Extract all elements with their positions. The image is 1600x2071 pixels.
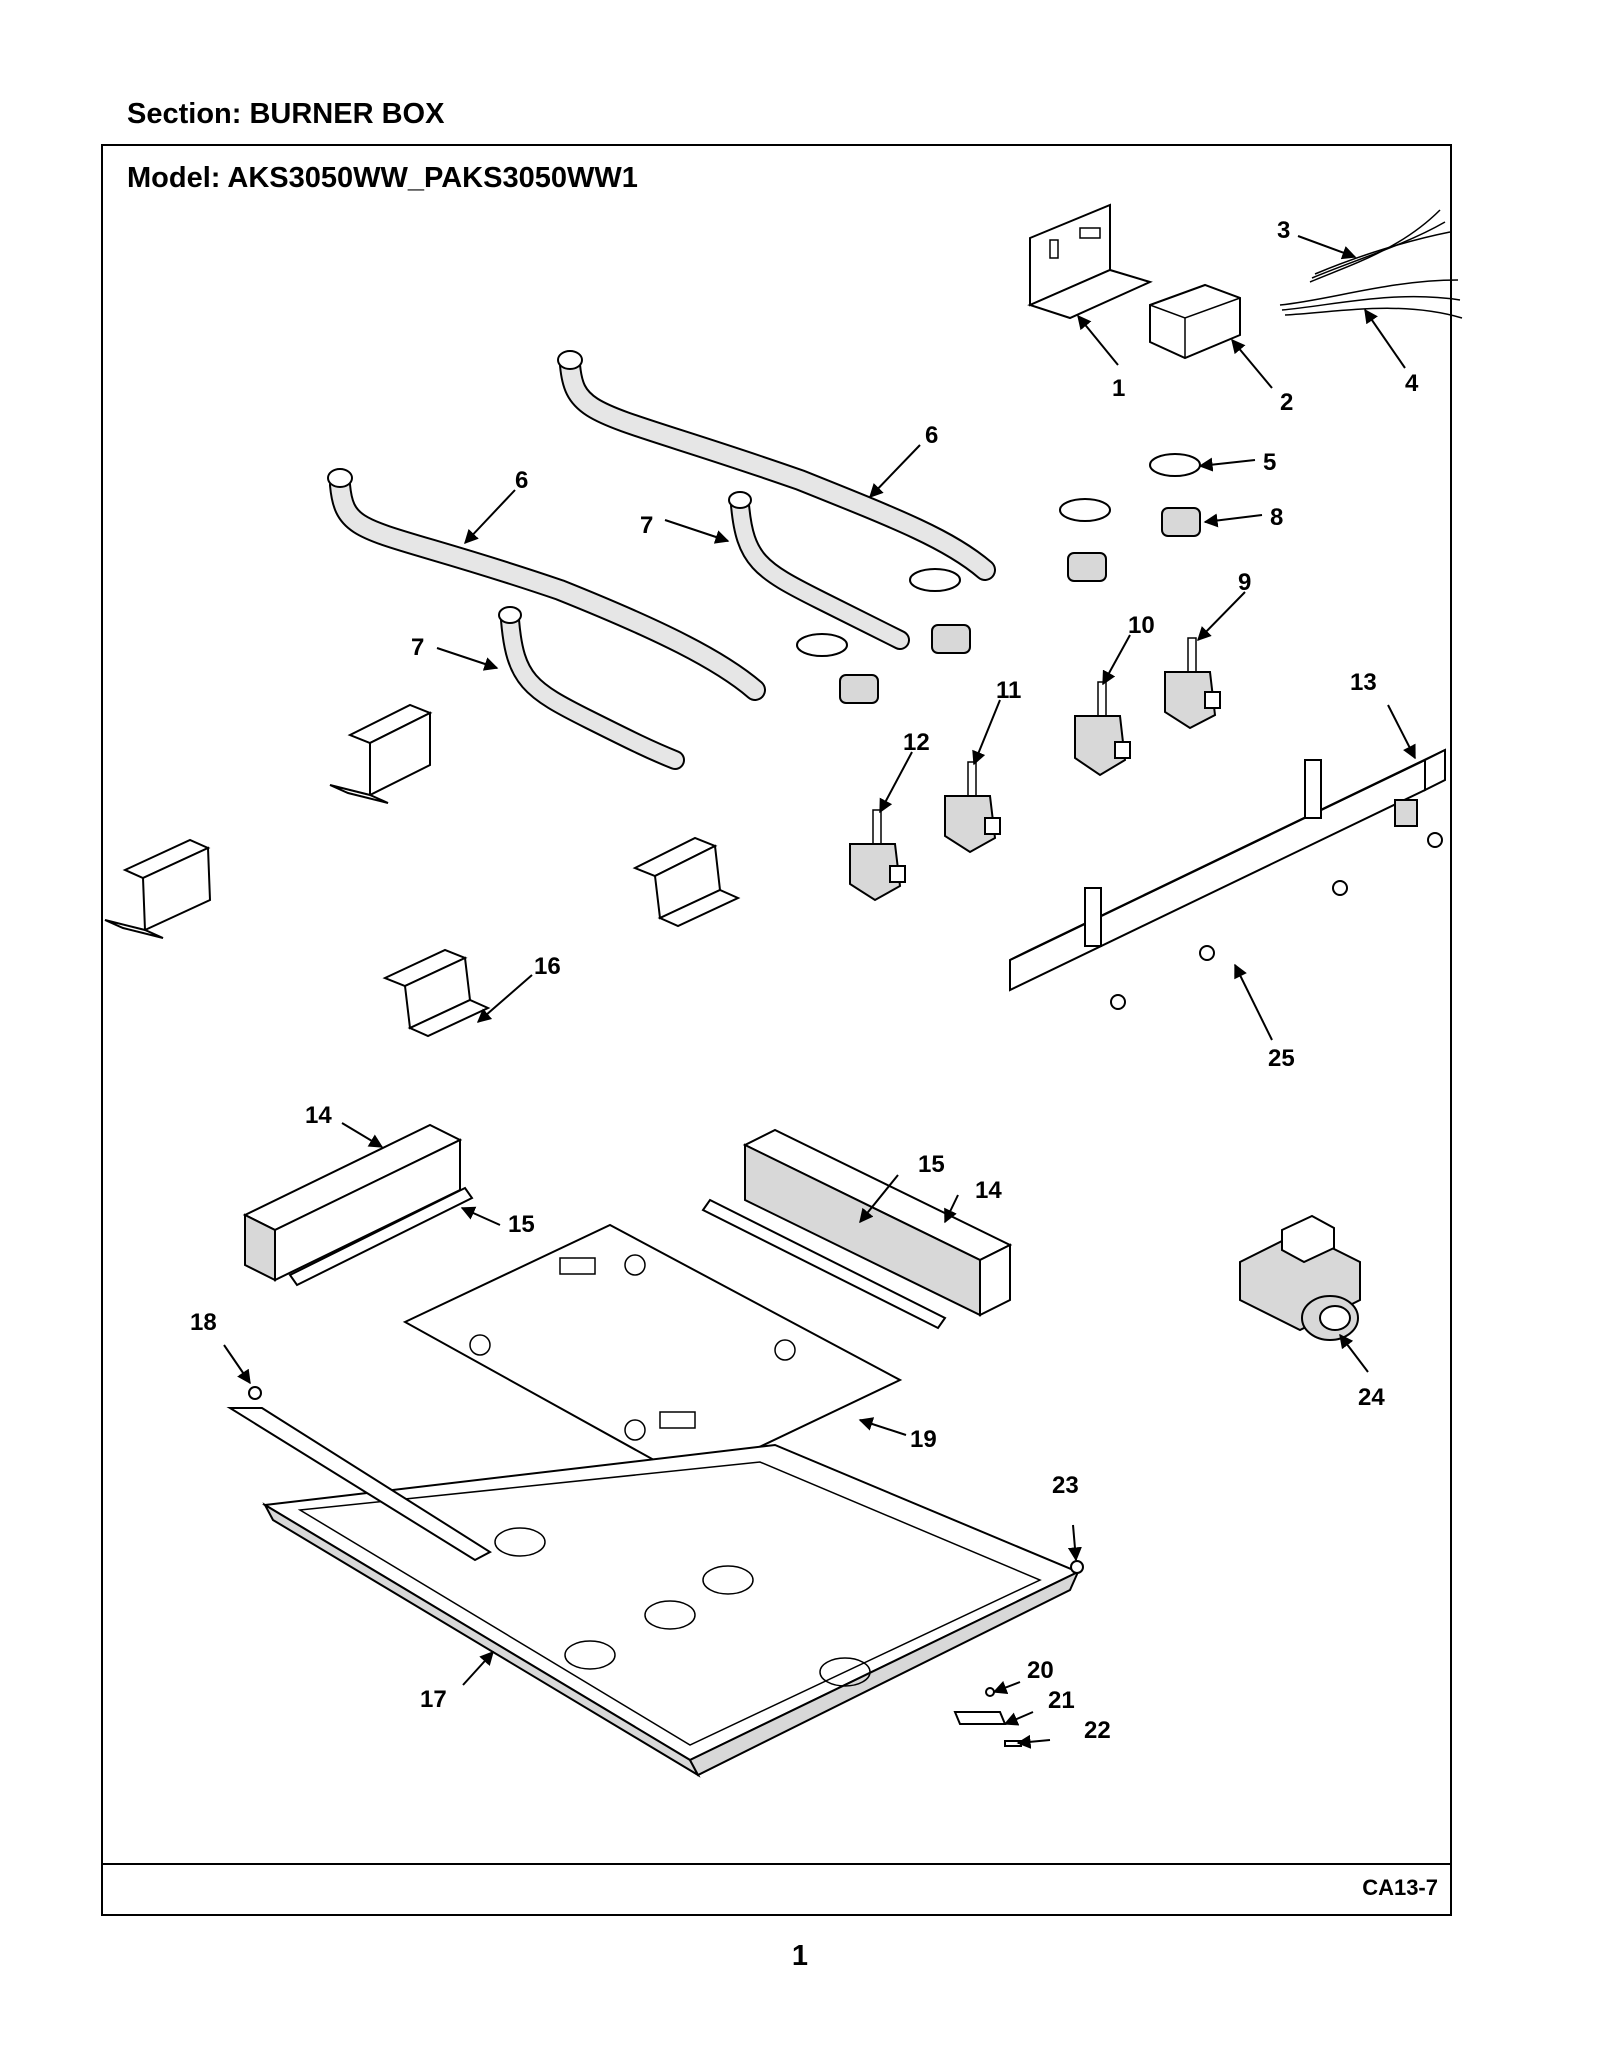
callout-25: 25 [1268,1045,1295,1072]
callout-15-left: 15 [508,1211,535,1238]
part-11-gas-valve [944,761,1001,854]
part-9-gas-valve [1164,637,1221,730]
diagram-frame [101,144,1452,1916]
callout-17: 17 [420,1686,447,1713]
callout-6-front: 6 [515,467,528,494]
part-16-burner-bracket [382,948,491,1038]
burner-bracket [329,703,433,804]
part-18-deflector [226,1407,492,1562]
part-2-spark-module [1149,283,1241,360]
part-19-heat-shield [402,1223,903,1482]
part-25-screws [1110,832,1443,1010]
part-10-gas-valve [1074,681,1131,777]
part-15-retainer-left [288,1186,474,1287]
callout-5: 5 [1263,449,1276,476]
callout-7-rear: 7 [640,512,653,539]
callout-22: 22 [1084,1717,1111,1744]
callout-4: 4 [1405,370,1419,397]
part-8-valve-spacers [839,507,1201,704]
part-7-burner-tube-rear [728,491,910,650]
callout-14-right: 14 [975,1177,1002,1204]
callout-13: 13 [1350,669,1377,696]
section-title: Section: BURNER BOX [127,98,445,130]
footer-divider [101,1863,1452,1865]
callout-19: 19 [910,1426,937,1453]
callout-7-front: 7 [411,634,424,661]
callout-21: 21 [1048,1687,1075,1714]
part-1-bracket [1027,203,1153,320]
callout-23: 23 [1052,1472,1079,1499]
burner-bracket [104,838,212,939]
part-14-insulation-right [742,1128,1013,1317]
part-6-burner-tube-rear [557,350,996,581]
part-4-wire-harness [1279,279,1463,319]
callout-14-left: 14 [305,1102,332,1129]
callout-18: 18 [190,1309,217,1336]
page-number: 1 [791,1940,809,1972]
part-20-screw [985,1687,995,1697]
part-7-burner-tube-front [498,606,685,770]
model-title: Model: AKS3050WW_PAKS3050WW1 [127,162,638,194]
part-15-retainer-right [701,1198,947,1330]
part-14-insulation-left [242,1123,463,1282]
part-5-washers [796,453,1201,657]
part-23-screw [1070,1560,1084,1574]
callout-2: 2 [1280,389,1293,416]
callout-3: 3 [1277,217,1290,244]
callout-6-rear: 6 [925,422,938,449]
part-6-burner-tube-front [327,468,766,701]
part-18-screw [248,1386,262,1400]
callout-16: 16 [534,953,561,980]
callout-labels: 1 2 3 4 5 6 6 7 7 8 9 10 11 12 13 14 14 … [190,217,1419,1744]
callout-1: 1 [1112,375,1125,402]
leader-lines [223,235,1416,1749]
callout-10: 10 [1128,612,1155,639]
part-13-gas-manifold [1009,748,1446,992]
part-3-wire-harness [1309,209,1451,283]
callout-12: 12 [903,729,930,756]
callout-24: 24 [1358,1384,1385,1411]
part-24-pressure-regulator [1239,1214,1361,1341]
callout-20: 20 [1027,1657,1054,1684]
part-21-bracket [953,1711,1007,1725]
callout-15-right: 15 [918,1151,945,1178]
callout-9: 9 [1238,569,1251,596]
callout-8: 8 [1270,504,1283,531]
part-17-burner-box-pan [261,1443,1081,1778]
burner-bracket [632,836,741,928]
callout-11: 11 [996,677,1021,704]
part-12-gas-valve [849,809,906,902]
diagram-code: CA13-7 [1362,1875,1438,1900]
